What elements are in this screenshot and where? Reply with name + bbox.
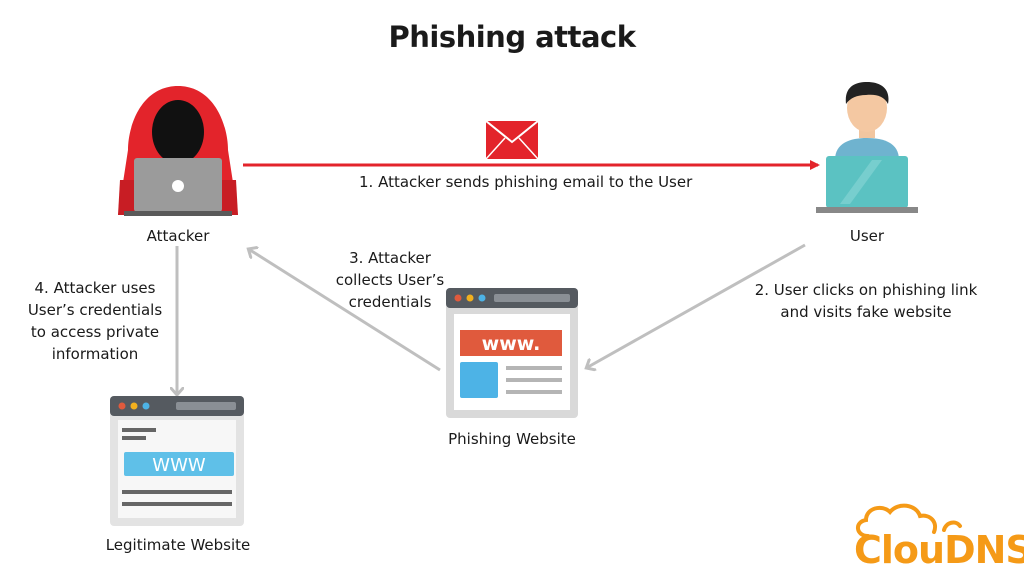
step-4-label: 4. Attacker uses User’s credentials to a…	[27, 279, 163, 363]
legit-www-text: WWW	[152, 455, 206, 476]
diagram-title: Phishing attack	[388, 20, 636, 54]
brand-logo: ClouDNS	[848, 500, 1024, 572]
brand-name: ClouDNS	[854, 528, 1024, 572]
step-1-label: 1. Attacker sends phishing email to the …	[359, 173, 693, 191]
attacker-label: Attacker	[146, 227, 210, 245]
cloud-logo-icon	[856, 503, 962, 538]
arrow-phishing-to-attacker	[250, 250, 441, 372]
email-icon	[485, 120, 539, 160]
user-label: User	[849, 227, 885, 245]
arrow-user-to-phishing	[588, 243, 806, 367]
step-3-label: 3. Attacker collects User’s credentials	[335, 249, 445, 311]
phishing-website-label: Phishing Website	[448, 430, 576, 448]
attacker-icon	[118, 86, 238, 216]
phishing-www-text: www.	[482, 333, 541, 355]
legitimate-website-icon	[110, 396, 244, 526]
user-icon	[816, 82, 918, 213]
phishing-website-icon	[446, 288, 578, 418]
legitimate-website-label: Legitimate Website	[105, 536, 251, 554]
step-2-label: 2. User clicks on phishing link and visi…	[754, 281, 978, 321]
